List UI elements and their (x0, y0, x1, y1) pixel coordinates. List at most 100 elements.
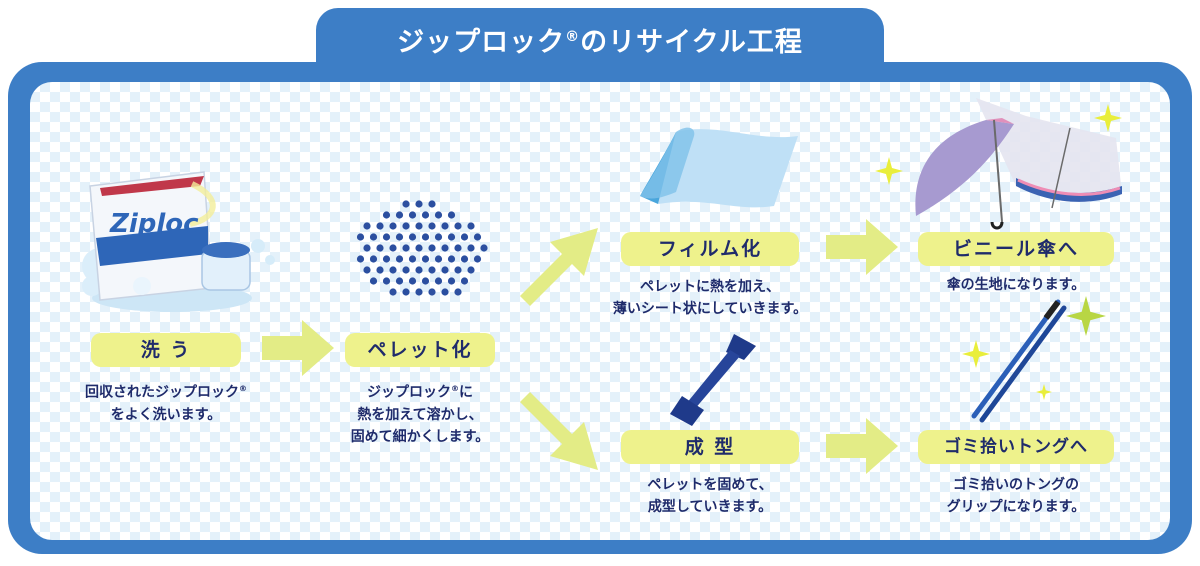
pellet-dot (415, 200, 423, 208)
pellet-dot (434, 277, 443, 285)
pellet-dot (415, 244, 423, 252)
pellet-dot (395, 211, 404, 219)
pellet-dot (402, 266, 410, 274)
pellet-dot (434, 211, 443, 219)
pellet-dot (356, 255, 365, 263)
pellet-dot (395, 233, 404, 241)
pellet-dot (408, 211, 417, 219)
pellet-dot (428, 288, 436, 296)
film-sheet-illustration (640, 127, 798, 208)
pellet-dot (441, 244, 449, 252)
step-desc-pellet: ジップロック®に 熱を加えて溶かし、 固めて細かくします。 (350, 384, 490, 445)
pellet-dot (480, 244, 488, 252)
pellet-dot (363, 266, 371, 274)
pellet-dot (434, 233, 443, 241)
pellet-dot (428, 200, 436, 208)
pellet-dot (421, 277, 430, 285)
pellet-dot (382, 277, 391, 285)
pellet-dot (402, 288, 410, 296)
pellet-dot (415, 288, 423, 296)
step-desc-mold: ペレットを固めて、 成型していきます。 (647, 477, 773, 515)
pellet-dot (460, 277, 469, 285)
pellet-dot (441, 266, 449, 274)
pellet-dot (408, 233, 417, 241)
step-label-wash: 洗 う (91, 333, 241, 367)
sparkle-icon (1036, 384, 1052, 400)
step-label-pellet: ペレット化 (345, 333, 495, 367)
pellet-dot (389, 288, 397, 296)
pellet-dot (363, 222, 371, 230)
page-title: ジップロック®のリサイクル工程 (397, 27, 803, 58)
pellet-dot (428, 222, 436, 230)
pellet-dot (441, 222, 449, 230)
pellet-dot (447, 233, 456, 241)
pellet-dot (460, 233, 469, 241)
pellet-dot (421, 211, 430, 219)
pellet-dot (389, 222, 397, 230)
step-label-film: フィルム化 (621, 232, 799, 266)
arrow-up-right-icon (520, 228, 598, 306)
pellet-dot (369, 277, 378, 285)
sparkle-icon (1094, 104, 1122, 132)
pellet-dot (441, 288, 449, 296)
pellet-dot (428, 244, 436, 252)
step-label-tongs: ゴミ拾いトングへ (918, 430, 1114, 464)
pellet-dot (395, 277, 404, 285)
pellet-dot (395, 255, 404, 263)
pellet-dot (454, 244, 462, 252)
pellet-dot (421, 233, 430, 241)
step-desc-tongs: ゴミ拾いのトングの グリップになります。 (946, 477, 1086, 515)
pellet-dot (382, 255, 391, 263)
pellet-dot (447, 255, 456, 263)
pellet-dot (356, 233, 365, 241)
pellet-dot (369, 233, 378, 241)
pellet-dot (408, 277, 417, 285)
step-label-umbrella: ビニール傘へ (918, 232, 1114, 266)
pellet-dot (428, 266, 436, 274)
pellet-dot (460, 255, 469, 263)
pellet-dot (473, 255, 482, 263)
ziploc-bag-illustration: Ziploc (82, 171, 275, 312)
pellet-dot (402, 222, 410, 230)
step-desc-umbrella: 傘の生地になります。 (946, 277, 1086, 293)
pellet-dot (382, 233, 391, 241)
pellet-dot (454, 288, 462, 296)
pellet-dot (376, 244, 384, 252)
pellet-dot (454, 266, 462, 274)
pellet-dot (434, 255, 443, 263)
step-desc-wash: 回収されたジップロック® をよく洗います。 (85, 384, 247, 423)
sparkle-icon (875, 157, 903, 185)
arrow-right-icon (262, 320, 334, 376)
pellet-dot (376, 266, 384, 274)
arrow-right-icon (826, 418, 898, 474)
pellet-dot (467, 244, 475, 252)
sparkle-icon (962, 340, 990, 368)
pellet-dot (382, 211, 391, 219)
pellet-dot (369, 255, 378, 263)
step-label-mold: 成 型 (621, 430, 799, 464)
molded-part-illustration (670, 334, 756, 426)
pellet-illustration (356, 200, 488, 296)
tongs-illustration (971, 299, 1067, 423)
arrow-right-icon (826, 219, 898, 275)
pellet-dot (402, 200, 410, 208)
pellet-dot (376, 222, 384, 230)
umbrella-illustration (915, 98, 1122, 230)
pellet-dot (421, 255, 430, 263)
pellet-dot (389, 266, 397, 274)
pellet-dot (454, 222, 462, 230)
pellet-dot (389, 244, 397, 252)
pellet-dot (467, 266, 475, 274)
pellet-dot (447, 277, 456, 285)
pellet-dot (363, 244, 371, 252)
pellet-dot (408, 255, 417, 263)
ziploc-logo: Ziploc (109, 209, 199, 239)
pellet-dot (473, 233, 482, 241)
pellet-dot (415, 266, 423, 274)
pellet-dot (447, 211, 456, 219)
arrow-down-right-icon (520, 392, 598, 470)
sparkle-icon (1066, 296, 1106, 336)
pellet-dot (402, 244, 410, 252)
pellet-dot (467, 222, 475, 230)
step-desc-film: ペレットに熱を加え、 薄いシート状にしていきます。 (612, 279, 808, 317)
